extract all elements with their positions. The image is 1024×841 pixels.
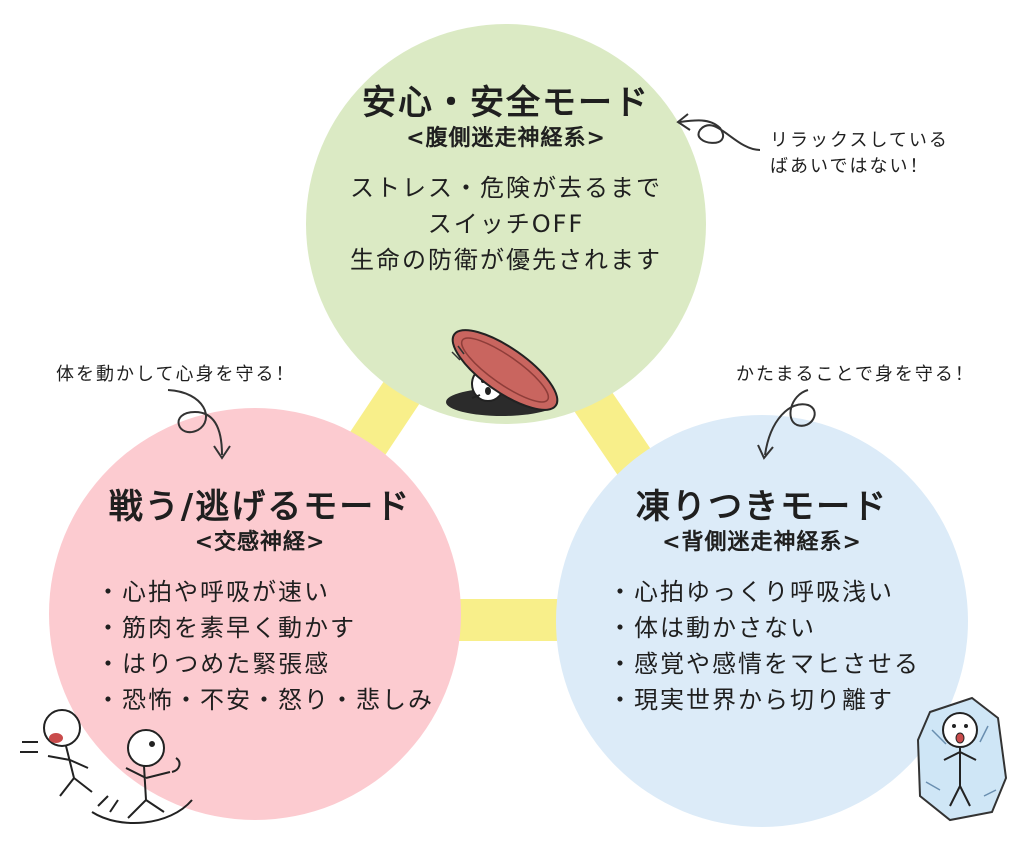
person-peeking-from-manhole-icon: [446, 329, 559, 416]
note-relax-line: リラックスしている: [770, 130, 949, 151]
list-item: ・心拍ゆっくり呼吸浅い: [608, 578, 894, 606]
note-relax: リラックスしている ばあいではない！: [770, 128, 949, 180]
list-item: ・はりつめた緊張感: [96, 650, 331, 678]
freeze-mode-list: ・心拍ゆっくり呼吸浅い ・体は動かさない ・感覚や感情をマヒさせる ・現実世界か…: [608, 574, 920, 718]
note-move: 体を動かして心身を守る！: [56, 364, 296, 385]
curly-arrow-icon: [757, 389, 816, 460]
list-item: ・心拍や呼吸が速い: [96, 578, 330, 606]
list-item: ・感覚や感情をマヒさせる: [608, 650, 920, 678]
freeze-mode-subtitle: <背側迷走神経系>: [662, 530, 862, 555]
list-item: ・筋肉を素早く動かす: [96, 614, 356, 642]
freeze-mode-title: 凍りつきモード: [635, 487, 889, 527]
freeze-mode-text: 凍りつきモード <背側迷走神経系>: [582, 486, 942, 558]
running-people-icon: [20, 709, 193, 824]
fight-flight-mode-circle: [49, 408, 461, 820]
list-item: ・体は動かさない: [608, 614, 816, 642]
list-item: ・恐怖・不安・怒り・悲しみ: [96, 686, 434, 714]
fight-mode-list: ・心拍や呼吸が速い ・筋肉を素早く動かす ・はりつめた緊張感 ・恐怖・不安・怒り…: [96, 574, 434, 718]
safe-mode-title: 安心・安全モード: [362, 83, 650, 123]
safe-mode-subtitle: <腹側迷走神経系>: [406, 126, 606, 151]
person-frozen-in-ice-icon: [916, 696, 1008, 822]
safe-mode-text: 安心・安全モード <腹側迷走神経系> ストレス・危険が去るまで スイッチOFF …: [326, 82, 686, 278]
fight-mode-subtitle: <交感神経>: [194, 530, 326, 555]
list-item: ・現実世界から切り離す: [608, 686, 894, 714]
fight-mode-text: 戦う/逃げるモード <交感神経>: [80, 486, 440, 558]
note-still: かたまることで身を守る！: [736, 364, 975, 385]
note-relax-line: ばあいではない！: [770, 156, 930, 177]
safe-mode-line: スイッチOFF: [427, 210, 585, 238]
fight-mode-title: 戦う/逃げるモード: [108, 487, 412, 527]
freeze-mode-circle: [556, 415, 968, 827]
curly-arrow-icon: [676, 113, 761, 151]
safe-mode-line: ストレス・危険が去るまで: [350, 174, 662, 202]
safe-mode-circle: [306, 24, 706, 424]
curly-arrow-icon: [167, 389, 231, 460]
safe-mode-line: 生命の防衛が優先されます: [350, 246, 662, 274]
